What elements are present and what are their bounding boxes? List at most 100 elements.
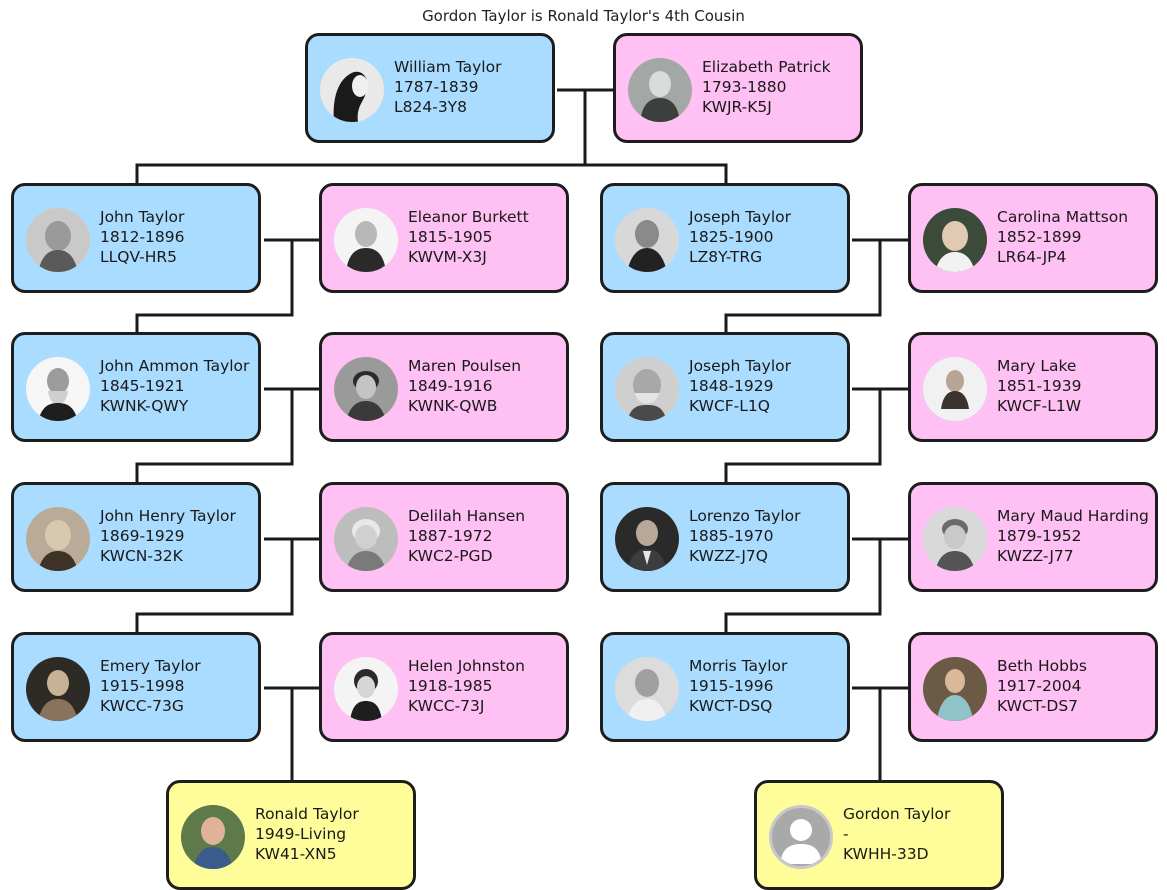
person-id: KWZZ-J77: [997, 547, 1074, 565]
person-name: Carolina Mattson: [997, 208, 1129, 226]
person-name: William Taylor: [394, 58, 502, 76]
person-dates: 1918-1985: [408, 677, 493, 695]
person-name: Ronald Taylor: [255, 805, 359, 823]
person-id: KWCF-L1Q: [689, 397, 770, 415]
person-name: Morris Taylor: [689, 657, 788, 675]
person-name: Helen Johnston: [408, 657, 525, 675]
person-id: KWZZ-J7Q: [689, 547, 768, 565]
portrait-photo: [615, 208, 679, 272]
person-id: LZ8Y-TRG: [689, 248, 763, 266]
person-dates: 1845-1921: [100, 377, 185, 395]
person-id: KWCN-32K: [100, 547, 183, 565]
person-name: Lorenzo Taylor: [689, 507, 801, 525]
person-id: KWCT-DSQ: [689, 697, 773, 715]
person-id: KWCC-73J: [408, 697, 485, 715]
portrait-photo: [26, 357, 90, 421]
portrait-photo: [923, 507, 987, 571]
person-dates: 1815-1905: [408, 228, 493, 246]
person-id: KWNK-QWB: [408, 397, 498, 415]
person-name: Joseph Taylor: [689, 208, 791, 226]
person-dates: 1915-1996: [689, 677, 774, 695]
portrait-photo: [334, 657, 398, 721]
person-id: KWNK-QWY: [100, 397, 189, 415]
person-id: KWC2-PGD: [408, 547, 493, 565]
portrait-photo: [334, 208, 398, 272]
person-dates: 1849-1916: [408, 377, 493, 395]
person-dates: 1852-1899: [997, 228, 1082, 246]
person-dates: 1848-1929: [689, 377, 774, 395]
portrait-photo: [923, 357, 987, 421]
person-name: Gordon Taylor: [843, 805, 951, 823]
chart-title: Gordon Taylor is Ronald Taylor's 4th Cou…: [422, 7, 745, 25]
portrait-photo: [334, 357, 398, 421]
person-name: Mary Maud Harding: [997, 507, 1149, 525]
person-id: LR64-JP4: [997, 248, 1067, 266]
portrait-photo: [628, 58, 692, 122]
person-name: John Ammon Taylor: [100, 357, 250, 375]
person-dates: 1869-1929: [100, 527, 185, 545]
person-id: KWJR-K5J: [702, 98, 772, 116]
person-name: John Taylor: [100, 208, 185, 226]
person-dates: 1915-1998: [100, 677, 185, 695]
portrait-photo: [26, 657, 90, 721]
portrait-photo: [615, 357, 679, 421]
person-name: Elizabeth Patrick: [702, 58, 831, 76]
person-name: Joseph Taylor: [689, 357, 791, 375]
person-dates: 1949-Living: [255, 825, 347, 843]
person-id: KWHH-33D: [843, 845, 929, 863]
person-dates: 1887-1972: [408, 527, 493, 545]
person-dates: 1885-1970: [689, 527, 774, 545]
person-dates: 1825-1900: [689, 228, 774, 246]
person-dates: 1851-1939: [997, 377, 1082, 395]
person-name: Emery Taylor: [100, 657, 201, 675]
person-name: John Henry Taylor: [100, 507, 236, 525]
portrait-photo: [923, 208, 987, 272]
person-dates: 1793-1880: [702, 78, 787, 96]
person-name: Beth Hobbs: [997, 657, 1087, 675]
person-id: KWCT-DS7: [997, 697, 1079, 715]
person-dates: -: [843, 825, 849, 843]
person-name: Eleanor Burkett: [408, 208, 529, 226]
person-name: Delilah Hansen: [408, 507, 526, 525]
portrait-photo: [181, 805, 245, 869]
portrait-photo: [615, 507, 679, 571]
person-id: KWCC-73G: [100, 697, 184, 715]
portrait-photo: [26, 208, 90, 272]
portrait-photo: [334, 507, 398, 571]
person-name: Maren Poulsen: [408, 357, 522, 375]
portrait-photo: [26, 507, 90, 571]
person-dates: 1787-1839: [394, 78, 479, 96]
person-id: KWCF-L1W: [997, 397, 1082, 415]
portrait-photo: [615, 657, 679, 721]
person-id: KW41-XN5: [255, 845, 337, 863]
person-id: L824-3Y8: [394, 98, 468, 116]
person-dates: 1917-2004: [997, 677, 1082, 695]
person-card-gordon-taylor[interactable]: Gordon Taylor - KWHH-33D: [754, 780, 1004, 890]
person-name: Mary Lake: [997, 357, 1077, 375]
portrait-photo: [320, 58, 384, 122]
person-dates: 1879-1952: [997, 527, 1082, 545]
portrait-photo: [923, 657, 987, 721]
person-id: LLQV-HR5: [100, 248, 178, 266]
default-avatar-icon: [769, 805, 833, 869]
